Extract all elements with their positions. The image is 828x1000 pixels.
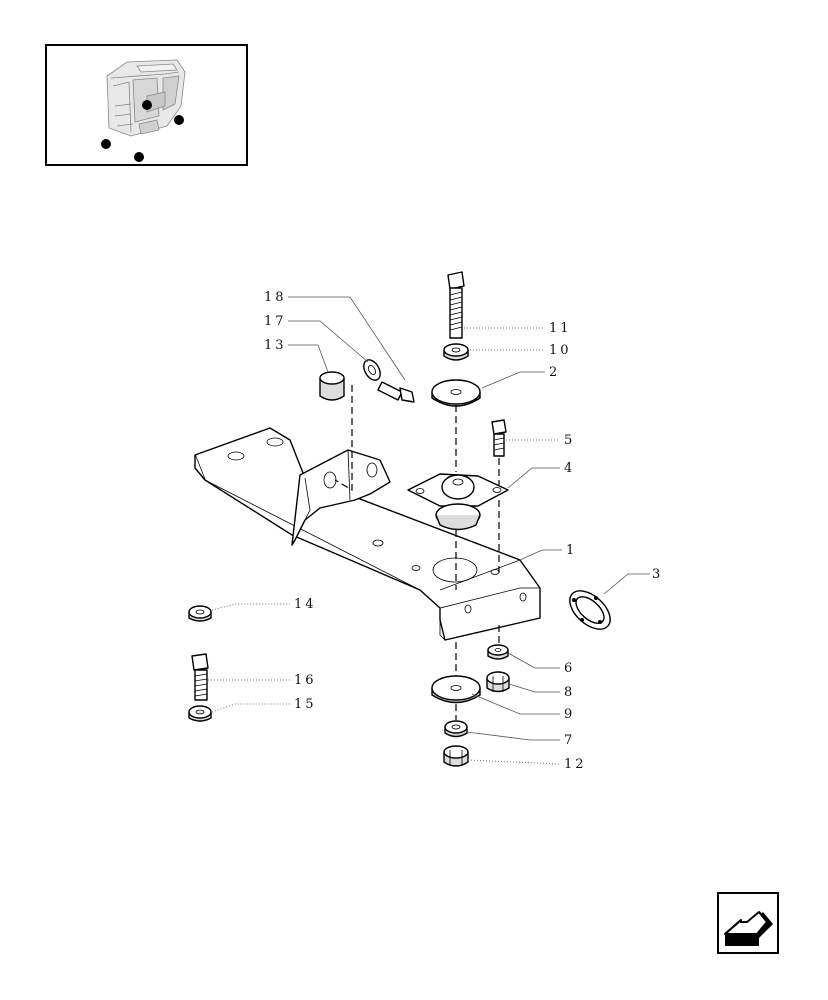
back-button[interactable] — [717, 892, 779, 954]
nut-right — [486, 671, 510, 693]
locator-thumbnail — [45, 44, 248, 166]
bolt-long-upper — [447, 271, 465, 339]
callout-5: 5 — [564, 433, 575, 448]
support-beam — [194, 427, 541, 641]
nut-lower — [443, 745, 469, 767]
mount-point-marker — [134, 152, 144, 162]
callout-18: 18 — [264, 290, 287, 305]
leader-lines — [208, 296, 650, 765]
callout-7: 7 — [564, 733, 575, 748]
beam-bracket — [291, 449, 391, 546]
callout-16: 16 — [294, 673, 317, 688]
locating-ring — [569, 590, 611, 630]
callout-10: 10 — [549, 343, 572, 358]
rubber-mount — [407, 473, 509, 531]
washer-small-lower — [444, 720, 468, 738]
large-washer-upper — [431, 379, 481, 407]
mount-point-marker — [174, 115, 184, 125]
washer-right — [487, 644, 509, 660]
callout-1: 1 — [566, 543, 577, 558]
callout-4: 4 — [564, 461, 575, 476]
callout-17: 17 — [264, 314, 287, 329]
callout-14: 14 — [294, 597, 317, 612]
large-washer-lower — [431, 675, 481, 704]
tractor-cab-icon — [101, 59, 186, 162]
bolt-left — [191, 653, 209, 701]
mount-point-marker — [101, 139, 111, 149]
washer-small-upper — [443, 343, 469, 361]
bolt-18 — [377, 381, 415, 403]
washer-left-lower — [188, 705, 212, 722]
callout-2: 2 — [549, 365, 560, 380]
callout-13: 13 — [264, 338, 287, 353]
washer-left-upper — [188, 605, 212, 622]
callout-15: 15 — [294, 697, 317, 712]
bushing — [319, 371, 345, 401]
callout-3: 3 — [652, 567, 663, 582]
bolt-small-right — [491, 419, 507, 457]
callout-6: 6 — [564, 661, 575, 676]
washer-17 — [363, 359, 381, 381]
callout-9: 9 — [564, 707, 575, 722]
mount-point-marker — [142, 100, 152, 110]
callout-8: 8 — [564, 685, 575, 700]
callout-labels: 18 17 13 11 10 2 5 4 1 3 14 16 15 6 8 9 … — [264, 290, 663, 772]
callout-11: 11 — [549, 321, 572, 336]
back-arrow-icon — [724, 911, 773, 946]
callout-12: 12 — [564, 757, 587, 772]
